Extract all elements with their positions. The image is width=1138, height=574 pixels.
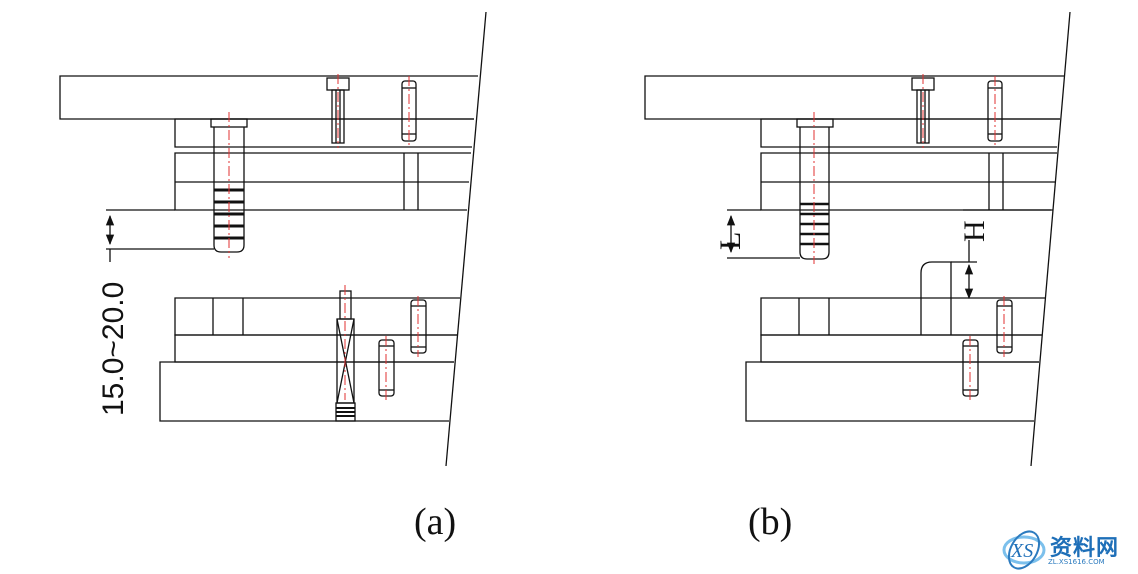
dimension-label-a: 15.0~20.0	[97, 282, 130, 416]
centerlines-a	[228, 74, 419, 400]
upper-plate-a	[174, 118, 474, 148]
dimension-label-h: H	[958, 220, 991, 242]
dimension-label-l: L	[714, 232, 747, 250]
stop-block-b	[920, 261, 952, 335]
break-line-a	[445, 11, 487, 467]
caption-b: (b)	[748, 501, 793, 543]
watermark-logo-icon: XS	[1002, 530, 1046, 570]
b-plate-a	[174, 297, 460, 336]
watermark-url: ZL.XS1616.COM	[1048, 558, 1105, 566]
puller-bolt-head-b	[796, 118, 834, 128]
support-plate-a	[174, 334, 457, 363]
upper-plate-b	[760, 118, 1060, 148]
bottom-plate-a	[159, 361, 454, 422]
centerlines-b	[813, 74, 1005, 400]
b-plate-b	[760, 297, 1045, 336]
support-plate-b	[760, 334, 1042, 363]
panel-b	[644, 11, 1071, 467]
watermark-title: 资料网	[1050, 536, 1120, 561]
break-line-b	[1030, 11, 1071, 467]
caption-a: (a)	[414, 501, 457, 543]
svg-text:XS: XS	[1010, 540, 1033, 562]
bottom-plate-b	[745, 361, 1039, 422]
watermark: XS 资料网 ZL.XS1616.COM	[1002, 526, 1132, 572]
